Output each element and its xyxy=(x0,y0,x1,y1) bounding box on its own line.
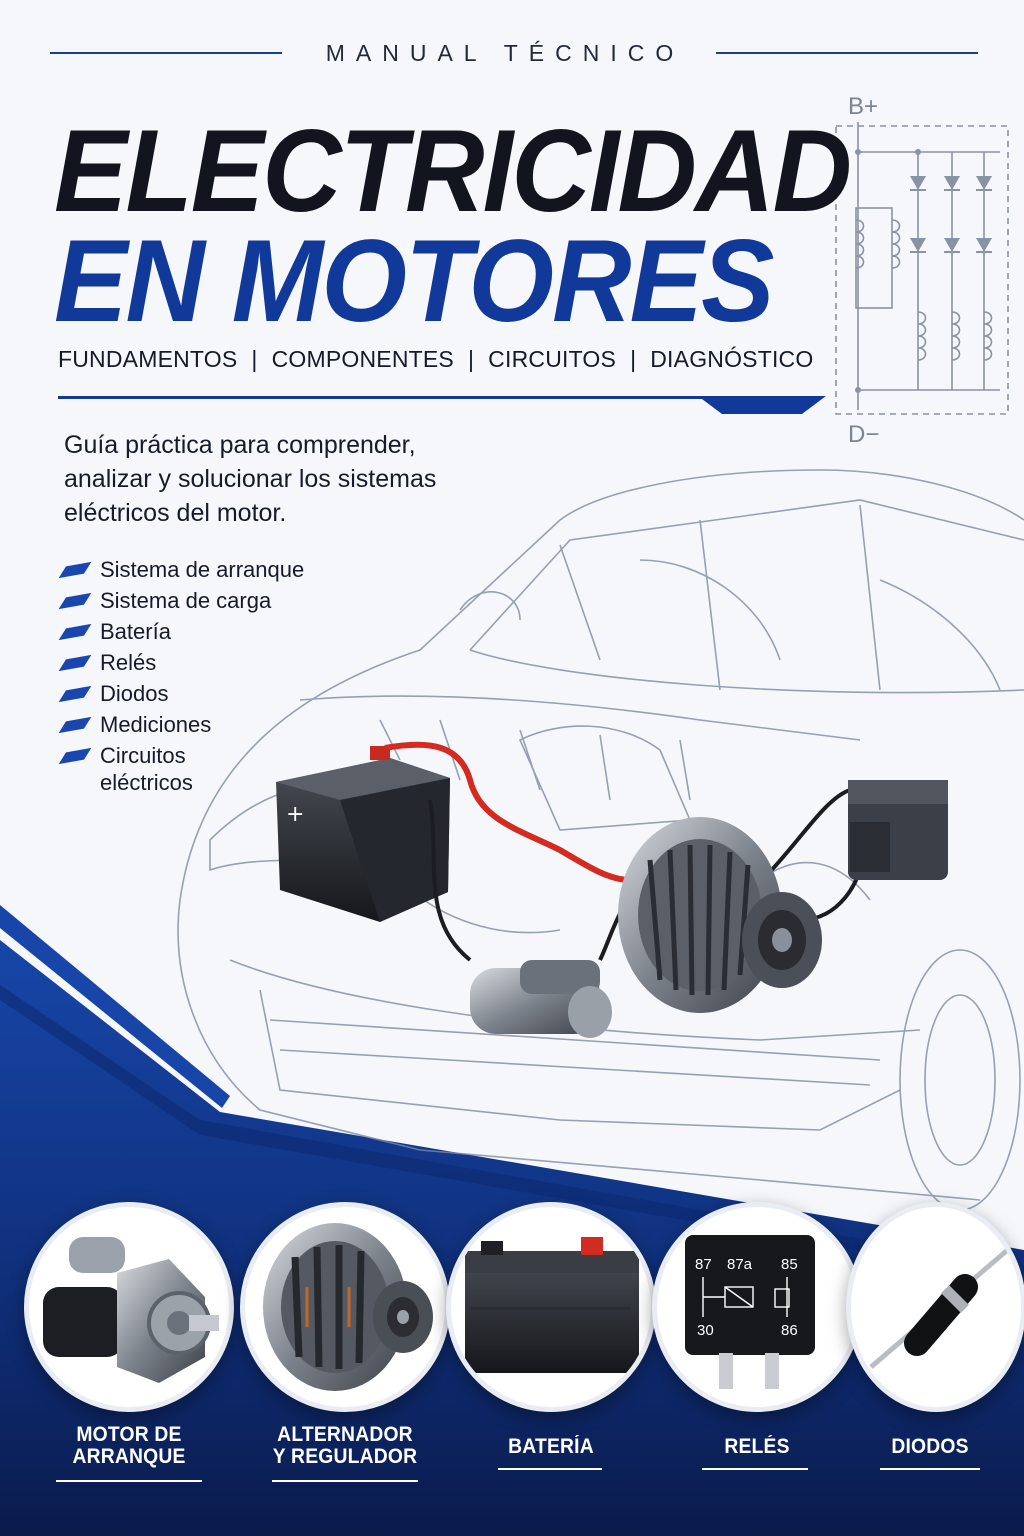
topic-separator: | xyxy=(467,346,475,372)
component-bateria: BATERÍA xyxy=(446,1202,656,1492)
component-label: DIODOS xyxy=(891,1435,969,1458)
feature-item: Relés xyxy=(58,649,364,676)
component-label: MOTOR DE ARRANQUE xyxy=(72,1423,186,1468)
feature-item: Sistema de carga xyxy=(58,587,364,614)
topic-componentes: COMPONENTES xyxy=(271,346,454,372)
title-line-2: EN MOTORES xyxy=(54,215,774,346)
bullet-icon xyxy=(58,623,92,641)
bullet-icon xyxy=(58,747,92,765)
diode-icon xyxy=(846,1202,1024,1412)
component-reles: 87 87a 85 30 86 RELÉS xyxy=(652,1202,862,1492)
feature-item: Diodos xyxy=(58,680,364,707)
feature-item: Batería xyxy=(58,618,364,645)
component-motor-de-arranque: MOTOR DE ARRANQUE xyxy=(24,1202,234,1492)
component-diodos: DIODOS xyxy=(846,1202,1024,1492)
component-alternador: ALTERNADOR Y REGULADOR xyxy=(240,1202,450,1492)
relay-pin-87: 87 xyxy=(695,1256,712,1273)
eyebrow-rule-left xyxy=(50,52,282,54)
terminal-d-minus: D− xyxy=(848,421,879,448)
label-underline xyxy=(272,1480,418,1482)
relay-pin-85: 85 xyxy=(781,1256,798,1273)
battery-plus-symbol: + xyxy=(286,802,305,827)
engine-illustration xyxy=(276,741,948,1038)
bullet-icon xyxy=(58,654,92,672)
topic-separator: | xyxy=(630,346,637,372)
label-underline xyxy=(880,1468,980,1470)
bullet-icon xyxy=(58,716,92,734)
title-line-1: ELECTRICIDAD xyxy=(54,105,852,236)
bullet-icon xyxy=(58,561,92,579)
wiring-schematic: B+ D− xyxy=(835,93,1009,448)
label-underline xyxy=(498,1468,602,1470)
relay-pin-87a: 87a xyxy=(727,1256,753,1273)
title-underline xyxy=(58,396,826,414)
component-label: ALTERNADOR Y REGULADOR xyxy=(272,1423,418,1468)
battery-icon xyxy=(446,1202,656,1412)
terminal-b-plus: B+ xyxy=(848,93,878,120)
bullet-icon xyxy=(58,592,92,610)
starter-motor-icon xyxy=(24,1202,234,1412)
component-label: BATERÍA xyxy=(508,1435,594,1458)
intro-text: Guía práctica para comprender, analizar … xyxy=(64,431,437,527)
label-underline xyxy=(56,1480,202,1482)
feature-item: Circuitos eléctricos xyxy=(58,742,264,796)
label-underline xyxy=(702,1468,808,1470)
alternator-icon xyxy=(240,1202,450,1412)
relay-pin-30: 30 xyxy=(697,1322,714,1339)
topic-circuitos: CIRCUITOS xyxy=(488,346,617,372)
topic-diagnostico: DIAGNÓSTICO xyxy=(650,346,814,372)
eyebrow-label: MANUAL TÉCNICO xyxy=(325,40,685,66)
topics-bar: FUNDAMENTOS | COMPONENTES | CIRCUITOS | DIAGNÓ… xyxy=(58,346,838,373)
component-label: RELÉS xyxy=(724,1435,790,1458)
eyebrow-row: MANUAL TÉCNICO xyxy=(50,40,978,66)
topic-fundamentos: FUNDAMENTOS xyxy=(58,346,238,372)
feature-list: Sistema de arranque Sistema de carga Bat… xyxy=(58,556,364,800)
topic-separator: | xyxy=(251,346,258,372)
bullet-icon xyxy=(58,685,92,703)
eyebrow-rule-right xyxy=(716,52,978,54)
relay-icon: 87 87a 85 30 86 xyxy=(652,1202,862,1412)
relay-pin-86: 86 xyxy=(781,1322,798,1339)
feature-item: Mediciones xyxy=(58,711,364,738)
feature-item: Sistema de arranque xyxy=(58,556,364,583)
